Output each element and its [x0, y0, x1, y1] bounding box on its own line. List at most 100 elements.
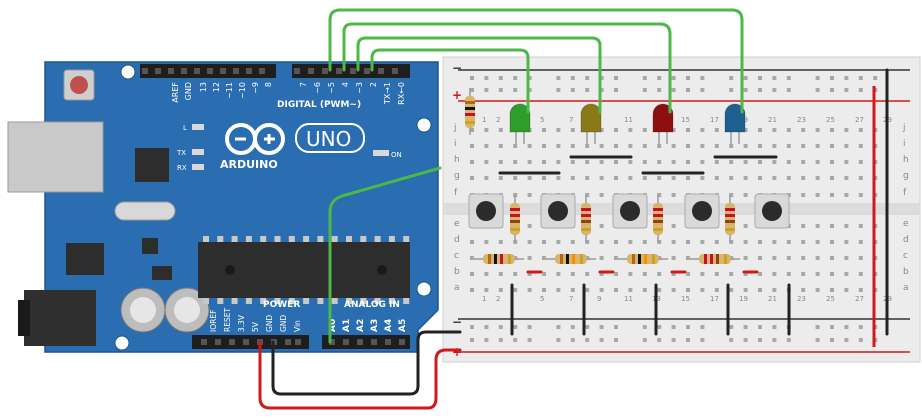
breadboard-hole[interactable]: [527, 272, 532, 276]
header-socket[interactable]: [294, 68, 300, 74]
rail-hole[interactable]: [585, 76, 590, 80]
breadboard-hole[interactable]: [642, 240, 647, 244]
rail-hole[interactable]: [700, 325, 705, 329]
rail-hole[interactable]: [729, 88, 734, 92]
breadboard-hole[interactable]: [801, 240, 806, 244]
breadboard-hole[interactable]: [570, 288, 575, 292]
breadboard-hole[interactable]: [527, 256, 532, 260]
rail-hole[interactable]: [815, 76, 820, 80]
rail-hole[interactable]: [556, 76, 561, 80]
rail-hole[interactable]: [498, 76, 503, 80]
breadboard-hole[interactable]: [671, 128, 676, 132]
breadboard-hole[interactable]: [801, 144, 806, 148]
header-socket[interactable]: [233, 68, 239, 74]
rail-hole[interactable]: [729, 76, 734, 80]
breadboard-hole[interactable]: [498, 128, 503, 132]
breadboard-hole[interactable]: [758, 288, 762, 292]
breadboard-hole[interactable]: [585, 144, 590, 148]
breadboard-hole[interactable]: [686, 176, 690, 180]
breadboard-hole[interactable]: [498, 272, 503, 276]
breadboard-hole[interactable]: [614, 256, 618, 260]
rail-hole[interactable]: [585, 338, 590, 342]
rail-hole[interactable]: [585, 325, 590, 329]
breadboard-hole[interactable]: [801, 288, 806, 292]
breadboard-hole[interactable]: [484, 160, 489, 164]
breadboard-hole[interactable]: [513, 176, 518, 180]
breadboard-hole[interactable]: [830, 224, 834, 228]
rail-hole[interactable]: [700, 338, 705, 342]
breadboard-hole[interactable]: [599, 288, 604, 292]
rail-hole[interactable]: [527, 88, 532, 92]
header-socket[interactable]: [329, 339, 335, 345]
breadboard-hole[interactable]: [801, 224, 806, 228]
breadboard-hole[interactable]: [657, 144, 662, 148]
breadboard-hole[interactable]: [614, 160, 618, 164]
breadboard-hole[interactable]: [815, 160, 820, 164]
breadboard-hole[interactable]: [498, 176, 503, 180]
breadboard-hole[interactable]: [786, 128, 791, 132]
breadboard-hole[interactable]: [686, 272, 690, 276]
breadboard-hole[interactable]: [786, 256, 791, 260]
breadboard-hole[interactable]: [542, 144, 546, 148]
rail-hole[interactable]: [743, 76, 748, 80]
breadboard-hole[interactable]: [556, 240, 561, 244]
rail-hole[interactable]: [858, 76, 863, 80]
breadboard-hole[interactable]: [614, 176, 618, 180]
breadboard-hole[interactable]: [844, 176, 849, 180]
header-socket[interactable]: [194, 68, 200, 74]
breadboard-hole[interactable]: [498, 160, 503, 164]
rail-hole[interactable]: [599, 325, 604, 329]
rail-hole[interactable]: [858, 88, 863, 92]
breadboard-hole[interactable]: [599, 128, 604, 132]
rail-hole[interactable]: [484, 88, 489, 92]
breadboard-hole[interactable]: [700, 128, 705, 132]
breadboard-hole[interactable]: [743, 240, 748, 244]
breadboard-hole[interactable]: [671, 288, 676, 292]
header-socket[interactable]: [385, 339, 391, 345]
rail-hole[interactable]: [556, 88, 561, 92]
breadboard-hole[interactable]: [772, 176, 777, 180]
rail-hole[interactable]: [642, 76, 647, 80]
breadboard-hole[interactable]: [642, 288, 647, 292]
breadboard-hole[interactable]: [815, 128, 820, 132]
breadboard-hole[interactable]: [858, 240, 863, 244]
breadboard-hole[interactable]: [470, 288, 474, 292]
rail-hole[interactable]: [484, 338, 489, 342]
breadboard-hole[interactable]: [743, 256, 748, 260]
breadboard-hole[interactable]: [858, 288, 863, 292]
breadboard-hole[interactable]: [801, 176, 806, 180]
header-socket[interactable]: [308, 68, 314, 74]
rail-hole[interactable]: [513, 88, 518, 92]
breadboard-hole[interactable]: [585, 256, 590, 260]
header-socket[interactable]: [336, 68, 342, 74]
pushbutton[interactable]: [612, 193, 648, 229]
breadboard-hole[interactable]: [772, 288, 777, 292]
rail-hole[interactable]: [844, 338, 849, 342]
breadboard-hole[interactable]: [686, 160, 690, 164]
breadboard-hole[interactable]: [513, 272, 518, 276]
rail-hole[interactable]: [657, 325, 662, 329]
breadboard-hole[interactable]: [657, 256, 662, 260]
breadboard-hole[interactable]: [570, 160, 575, 164]
breadboard-hole[interactable]: [743, 288, 748, 292]
rail-hole[interactable]: [513, 76, 518, 80]
breadboard-hole[interactable]: [844, 144, 849, 148]
breadboard-hole[interactable]: [858, 193, 863, 197]
breadboard-hole[interactable]: [513, 288, 518, 292]
breadboard-hole[interactable]: [570, 128, 575, 132]
breadboard-hole[interactable]: [815, 193, 820, 197]
rail-hole[interactable]: [786, 88, 791, 92]
breadboard-hole[interactable]: [729, 256, 734, 260]
breadboard-hole[interactable]: [657, 193, 662, 197]
rail-hole[interactable]: [743, 338, 748, 342]
rail-hole[interactable]: [786, 338, 791, 342]
rail-hole[interactable]: [844, 76, 849, 80]
breadboard-hole[interactable]: [671, 193, 676, 197]
breadboard-hole[interactable]: [686, 144, 690, 148]
rail-hole[interactable]: [830, 76, 834, 80]
breadboard-hole[interactable]: [470, 144, 474, 148]
rail-hole[interactable]: [671, 325, 676, 329]
breadboard-hole[interactable]: [470, 128, 474, 132]
breadboard-hole[interactable]: [858, 160, 863, 164]
rail-hole[interactable]: [657, 338, 662, 342]
